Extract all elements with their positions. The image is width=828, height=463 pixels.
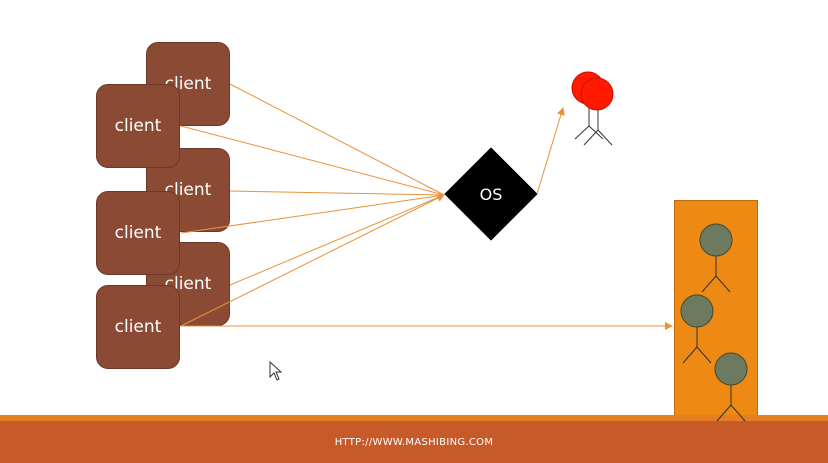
client-node: client [96,84,180,168]
connector-line [229,190,445,196]
footer-url: HTTP://WWW.MASHIBING.COM [334,437,494,448]
thread-figure-gray [714,352,748,422]
thread-figure-gray [699,223,733,293]
connector-line [180,194,445,327]
thread-figure-gray [680,294,714,364]
thread-figure-red [571,71,614,146]
client-node: client [96,191,180,275]
connector-line [229,194,445,286]
footer-bar [0,415,828,463]
connector-line [180,125,445,196]
connector-line [180,194,445,234]
mouse-cursor-icon [269,360,283,381]
connector-line [229,83,445,196]
os-label: OS [479,184,503,204]
client-node: client [96,285,180,369]
os-to-thread-arrow [536,107,565,195]
footer-accent-line [0,415,828,421]
